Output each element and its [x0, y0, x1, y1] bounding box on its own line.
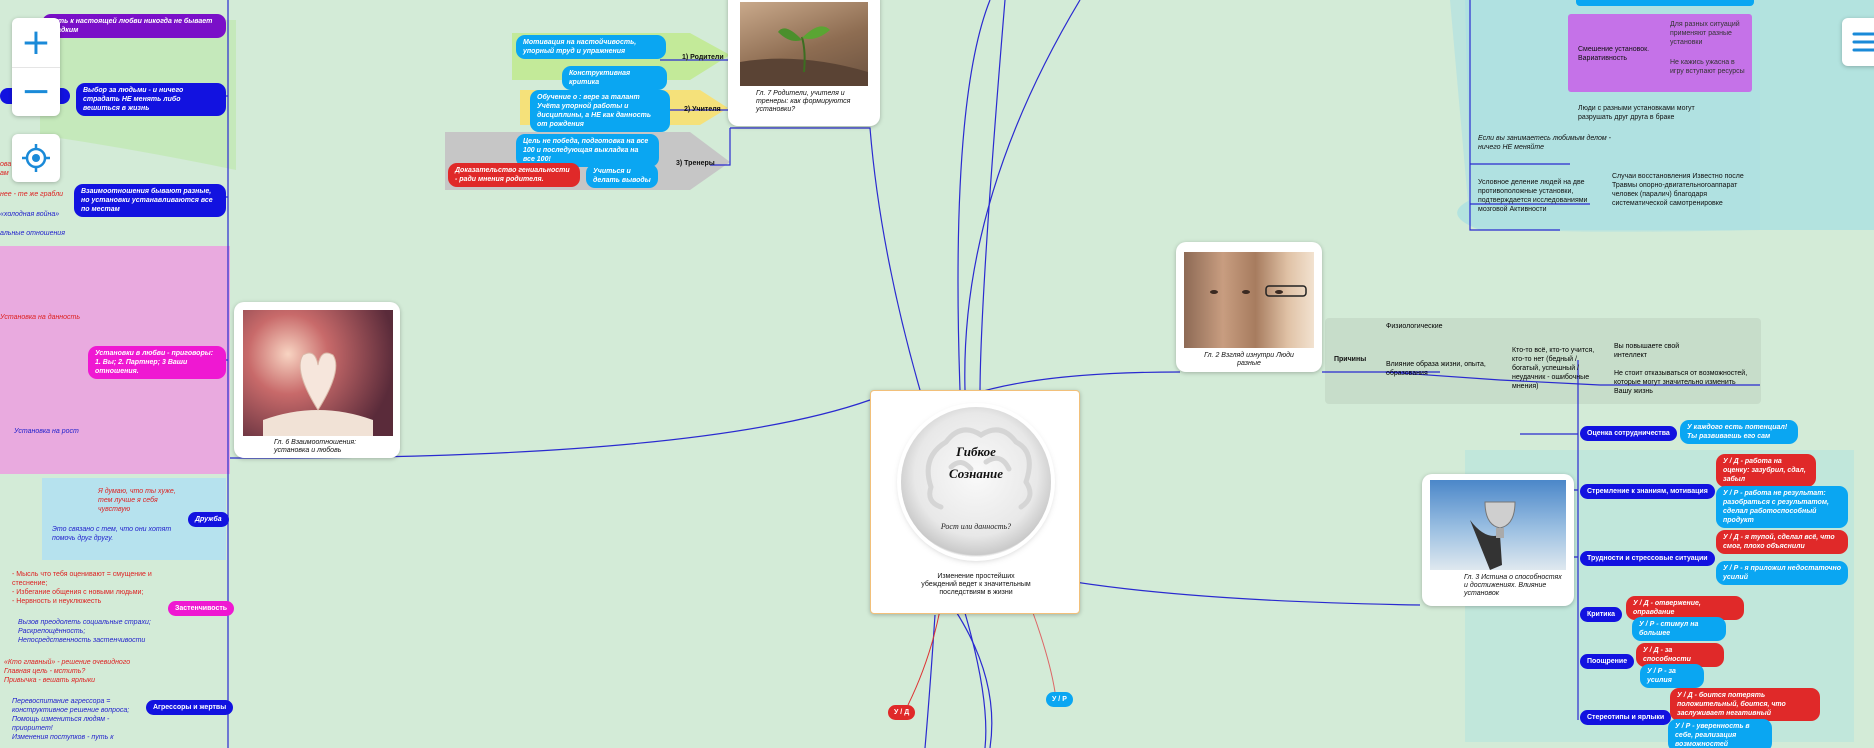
tr-recovery[interactable]: Случаи восстановления Известно после Тра… — [1612, 173, 1744, 207]
trophy-icon — [1470, 501, 1516, 570]
ch6-love-node[interactable]: Установки в любви - приговоры: 1. Вы; 2.… — [88, 346, 226, 379]
ch6-fragment-1: ова — [0, 161, 12, 168]
menu-button[interactable] — [1842, 18, 1874, 66]
ch6-love-growth: Установка на рост — [14, 428, 79, 435]
tr-marriage[interactable]: Люди с разными установками могут разруша… — [1578, 105, 1695, 121]
ch6-fragment-4: «холодная война» — [0, 211, 60, 218]
tr-love-work[interactable]: Если вы занимаетесь любимым делом - ниче… — [1478, 135, 1611, 151]
target-icon — [22, 144, 50, 172]
tr-mix1[interactable]: Для разных ситуаций применяют разные уст… — [1670, 21, 1740, 46]
ch7-parents-label[interactable]: 1) Родители — [682, 54, 724, 61]
center-title: Гибкое Сознание — [901, 441, 1051, 485]
ch6-card[interactable]: Гл. 6 Взаимоотношения: установка и любов… — [234, 302, 400, 458]
zoom-out-button[interactable]: − — [12, 68, 60, 116]
ch3-branch-4-item-1[interactable]: У / Р - за усилия — [1640, 664, 1704, 688]
ch6-top-item-3[interactable]: Взаимоотношения бывают разные, но устано… — [74, 184, 226, 217]
ch3-branch-3-item-0[interactable]: У / Д - отвержение, оправдание — [1626, 596, 1744, 620]
ch6-bully-blue: Перевоспитание агрессора = конструктивно… — [12, 698, 130, 741]
zoom-in-button[interactable]: + — [12, 19, 60, 68]
center-title-line1: Гибкое — [956, 444, 996, 459]
tr-cyan-bar — [1576, 0, 1754, 6]
ch7-coaches-label[interactable]: 3) Тренеры — [676, 160, 715, 167]
faces-icon — [1210, 285, 1307, 297]
ch3-branch-2-item-0[interactable]: У / Д - я тупой, сделал всё, что смог, п… — [1716, 530, 1848, 554]
brain-icon — [925, 427, 1033, 510]
ch2-caption: Гл. 2 Взгляд изнутри Люди разные — [1204, 352, 1294, 367]
ch3-card[interactable]: Гл. 3 Истина о способностях и достижения… — [1422, 474, 1574, 606]
zoom-panel: + − — [12, 18, 60, 116]
ch6-image — [243, 310, 393, 436]
center-node[interactable]: Гибкое Сознание Рост или данность? Измен… — [870, 390, 1080, 614]
ch6-friendship[interactable]: Дружба — [188, 512, 229, 527]
center-title-line2: Сознание — [948, 466, 1004, 481]
book-heart-icon — [263, 352, 373, 436]
ch7-caption: Гл. 7 Родители, учителя и тренеры: как ф… — [756, 90, 851, 113]
center-subtitle: Рост или данность? — [940, 522, 1012, 531]
ch6-fragment-3: нее - те же грабли — [0, 191, 64, 198]
ch6-love-given: Установка на данность — [0, 314, 81, 321]
ch6-caption: Гл. 6 Взаимоотношения: установка и любов… — [274, 439, 357, 454]
ch2-influence[interactable]: Влияние образа жизни, опыта, образования — [1386, 361, 1486, 377]
ch2-r2[interactable]: Не стоит отказываться от возможностей, к… — [1614, 370, 1748, 395]
ch2-who[interactable]: Кто-то всё, кто-то учится, кто-то нет (б… — [1512, 347, 1595, 390]
ch3-image — [1430, 480, 1566, 570]
ch3-branch-2[interactable]: Трудности и стрессовые ситуации — [1580, 551, 1715, 566]
ch6-shy-red: - Мысль что тебя оценивают = смущение и … — [12, 571, 152, 605]
ch7-coaches-item-2[interactable]: Доказательство гениальности - ради мнени… — [448, 163, 580, 187]
zoom-in-icon: + — [20, 21, 52, 63]
ch3-branch-3-item-1[interactable]: У / Р - стимул на большее — [1632, 617, 1726, 641]
ch6-friend-red: Я думаю, что ты хуже, тем лучше я себя ч… — [98, 488, 176, 513]
mixing-panel — [1568, 14, 1752, 92]
ch3-branch-3[interactable]: Критика — [1580, 607, 1622, 622]
ch7-teachers-item[interactable]: Обучение о : вере за талант Учёта упорно… — [530, 90, 670, 132]
ch6-shyness[interactable]: Застенчивость — [168, 601, 235, 616]
ch6-top-item-2[interactable]: Выбор за людьми - и ничего страдать НЕ м… — [76, 83, 226, 116]
ch6-fragment-2: ам — [0, 170, 9, 177]
ch6-shy-blue: Вызов преодолеть социальные страхи; Раск… — [18, 619, 151, 644]
node-ur[interactable]: У / Р — [1046, 692, 1073, 707]
brain-image: Гибкое Сознание Рост или данность? — [901, 407, 1051, 557]
ch6-friend-blue: Это связано с тем, что они хотят помочь … — [52, 526, 172, 542]
ch6-fragment-5: альные отношения — [0, 230, 65, 237]
ch7-coaches-item-1[interactable]: Цель не победа, подготовка на все 100 и … — [516, 134, 659, 167]
ch3-caption: Гл. 3 Истина о способностях и достижения… — [1464, 574, 1562, 597]
ch7-parents-item-1[interactable]: Мотивация на настойчивость, упорный труд… — [516, 35, 666, 59]
ch7-parents-item-2[interactable]: Конструктивная критика — [562, 66, 667, 90]
ch7-image — [740, 2, 868, 86]
ch7-teachers-label[interactable]: 2) Учителя — [684, 106, 721, 113]
tr-mix2[interactable]: Не кажись ужасна в игру вступают ресурсы — [1670, 59, 1745, 75]
ch6-bully-red: «Кто главный» - решение очевидного Главн… — [4, 659, 131, 684]
ch6-top-item-1[interactable]: Путь к настоящей любви никогда не бывает… — [42, 14, 226, 38]
center-caption: Изменение простейших убеждений ведет к з… — [921, 573, 1031, 596]
ch2-image — [1184, 252, 1314, 348]
tr-split[interactable]: Условное деление людей на две противопол… — [1478, 179, 1588, 213]
ch2-card[interactable]: Гл. 2 Взгляд изнутри Люди разные — [1176, 242, 1322, 372]
ch3-branch-4-item-0[interactable]: У / Д - за способности — [1636, 643, 1724, 667]
ch7-coaches-item-3[interactable]: Учиться и делать выводы — [586, 164, 658, 188]
ch2-physio[interactable]: Физиологические — [1386, 323, 1443, 330]
ch3-branch-5-item-1[interactable]: У / Р - уверенность в себе, реализация в… — [1668, 719, 1772, 748]
ch7-card[interactable]: Гл. 7 Родители, учителя и тренеры: как ф… — [728, 0, 880, 126]
ch3-branch-1-item-1[interactable]: У / Р - работа не результат: разобраться… — [1716, 486, 1848, 528]
ch3-branch-2-item-1[interactable]: У / Р - я приложил недостаточно усилий — [1716, 561, 1848, 585]
node-ud[interactable]: У / Д — [888, 705, 916, 720]
ch3-branch-5[interactable]: Стереотипы и ярлыки — [1580, 710, 1672, 725]
ch3-branch-0-item-0[interactable]: У каждого есть потенциал! Ты развиваешь … — [1680, 420, 1798, 444]
ch3-branch-5-item-0[interactable]: У / Д - боится потерять положительный, б… — [1670, 688, 1820, 721]
ch3-branch-1-item-0[interactable]: У / Д - работа на оценку: зазубрил, сдал… — [1716, 454, 1816, 487]
tr-mixing[interactable]: Смешение установок. Вариативность — [1578, 46, 1650, 62]
zoom-out-icon: − — [20, 70, 52, 112]
ch6-bullies[interactable]: Агрессоры и жертвы — [146, 700, 234, 715]
sprout-icon — [740, 26, 868, 86]
ch3-branch-4[interactable]: Поощрение — [1580, 654, 1635, 669]
hamburger-icon — [1852, 32, 1874, 52]
locate-button[interactable] — [12, 134, 60, 182]
ch3-branch-0[interactable]: Оценка сотрудничества — [1580, 426, 1677, 441]
ch2-r1[interactable]: Вы повышаете свой интеллект — [1614, 343, 1680, 359]
ch3-branch-1[interactable]: Стремление к знаниям, мотивация — [1580, 484, 1715, 499]
ch2-reasons[interactable]: Причины — [1334, 356, 1367, 363]
